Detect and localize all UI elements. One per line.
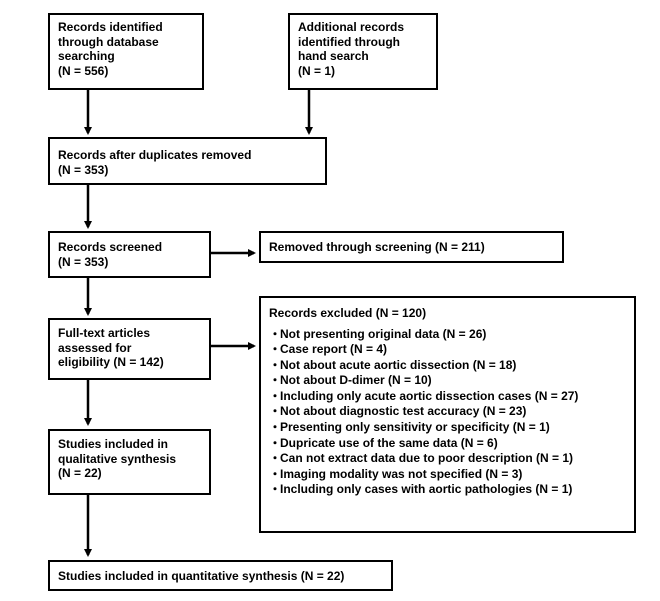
exclusion-reason: Not about acute aortic dissection (N = 1… [280, 357, 517, 372]
box-line: identified through [298, 34, 400, 49]
additional-records-box: Additional records identified through ha… [288, 13, 438, 90]
exclusion-reason: Not presenting original data (N = 26) [280, 326, 487, 341]
box-line: searching [58, 49, 115, 63]
records-identified-box: Records identified through database sear… [48, 13, 204, 90]
exclusion-reason: Dupricate use of the same data (N = 6) [280, 435, 498, 450]
records-excluded-box: Records excluded (N = 120) ・Not presenti… [259, 296, 636, 533]
screened-box: Records screened (N = 353) [48, 231, 211, 278]
bullet-icon: ・ [269, 388, 282, 403]
list-item: ・Imaging modality was not specified (N =… [269, 467, 626, 483]
bullet-icon: ・ [269, 466, 282, 481]
exclusion-reason: Not about diagnostic test accuracy (N = … [280, 404, 527, 419]
list-item: ・Including only acute aortic dissection … [269, 389, 626, 405]
removed-screening-box: Removed through screening (N = 211) [259, 231, 564, 263]
bullet-icon: ・ [269, 326, 282, 341]
list-item: ・Presenting only sensitivity or specific… [269, 420, 626, 436]
list-item: ・Not presenting original data (N = 26) [269, 327, 626, 343]
list-item: ・Not about diagnostic test accuracy (N =… [269, 404, 626, 420]
box-line: Full-text articles [58, 326, 151, 340]
quantitative-synthesis-box: Studies included in quantitative synthes… [48, 560, 393, 591]
box-line: Records screened [58, 240, 163, 254]
box-line: (N = 353) [58, 162, 109, 177]
box-line: Records identified [58, 20, 163, 34]
box-line: Records after duplicates removed [58, 148, 252, 162]
list-item: ・Including only cases with aortic pathol… [269, 482, 626, 498]
box-line: eligibility (N = 142) [58, 355, 164, 369]
exclusion-reason: Can not extract data due to poor descrip… [280, 451, 574, 466]
exclusion-reason: Not about D-dimer (N = 10) [280, 373, 432, 388]
box-line: Studies included in quantitative synthes… [58, 569, 345, 583]
box-line: Additional records [298, 20, 405, 34]
box-line: through database [58, 34, 159, 49]
bullet-icon: ・ [269, 451, 282, 466]
list-item: ・Case report (N = 4) [269, 342, 626, 358]
bullet-icon: ・ [269, 435, 282, 450]
list-item: ・Dupricate use of the same data (N = 6) [269, 436, 626, 452]
exclusion-reason: Presenting only sensitivity or specifici… [280, 420, 550, 435]
bullet-icon: ・ [269, 482, 282, 497]
excluded-title: Records excluded (N = 120) [269, 306, 427, 320]
box-line: Studies included in [58, 437, 169, 451]
exclusion-reasons-list: ・Not presenting original data (N = 26) ・… [269, 327, 626, 499]
box-line: hand search [298, 49, 369, 63]
box-line: Removed through screening (N = 211) [269, 240, 485, 254]
bullet-icon: ・ [269, 357, 282, 372]
box-line: (N = 556) [58, 63, 109, 78]
bullet-icon: ・ [269, 342, 282, 357]
exclusion-reason: Case report (N = 4) [280, 342, 388, 357]
qualitative-synthesis-box: Studies included in qualitative synthesi… [48, 429, 211, 495]
box-line: (N = 1) [298, 63, 336, 78]
list-item: ・Not about acute aortic dissection (N = … [269, 358, 626, 374]
box-line: (N = 22) [58, 466, 102, 480]
exclusion-reason: Including only cases with aortic patholo… [280, 482, 573, 497]
exclusion-reason: Including only acute aortic dissection c… [280, 388, 579, 403]
after-duplicates-box: Records after duplicates removed (N = 35… [48, 137, 327, 185]
box-line: qualitative synthesis [58, 451, 177, 466]
exclusion-reason: Imaging modality was not specified (N = … [280, 466, 523, 481]
fulltext-box: Full-text articles assessed for eligibil… [48, 318, 211, 380]
box-line: assessed for [58, 340, 132, 355]
bullet-icon: ・ [269, 420, 282, 435]
bullet-icon: ・ [269, 404, 282, 419]
box-line: (N = 353) [58, 254, 109, 269]
bullet-icon: ・ [269, 373, 282, 388]
list-item: ・Not about D-dimer (N = 10) [269, 373, 626, 389]
list-item: ・Can not extract data due to poor descri… [269, 451, 626, 467]
